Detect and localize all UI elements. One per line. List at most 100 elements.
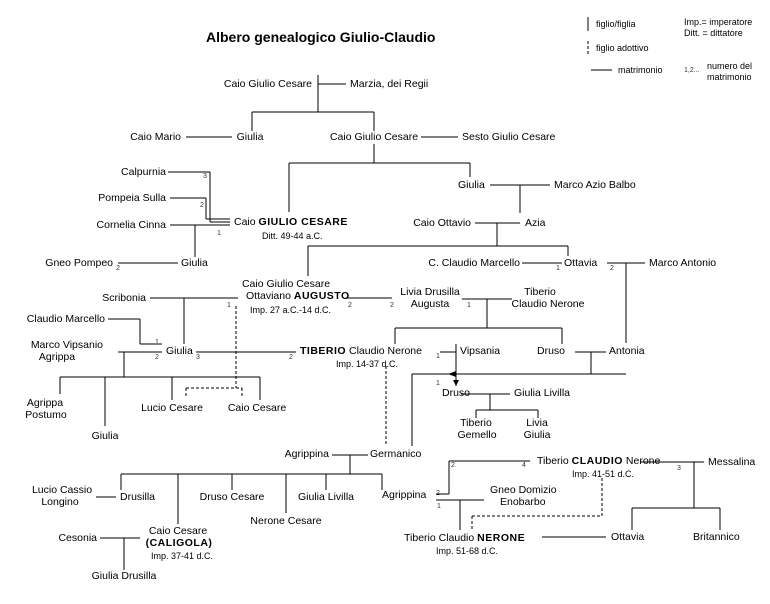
augusto-name: AUGUSTO (293, 290, 350, 302)
giulio-cesare-prefix: Caio (234, 216, 256, 228)
person-giulia-nipote-augusto: Giulia (91, 430, 119, 442)
marriage-number: 3 (203, 173, 207, 180)
marriage-number: 1 (556, 265, 560, 272)
person-germanico: Germanico (370, 448, 422, 460)
person-claudio-marcello: Claudio Marcello (26, 313, 105, 325)
person-giulia-livilla: Giulia Livilla (514, 387, 571, 399)
claudio-name: CLAUDIO (571, 455, 623, 467)
person-azia: Azia (525, 217, 546, 229)
person-tiberio-claudio-nerone-line1: Tiberio (524, 286, 556, 298)
person-gneo-pompeo: Gneo Pompeo (45, 257, 113, 269)
marriage-number: 2 (200, 202, 204, 209)
marriage-number: 2 (610, 265, 614, 272)
person-agrippa-line1: Marco Vipsanio (30, 339, 103, 351)
person-vipsania: Vipsania (460, 345, 501, 357)
person-cornelia-cinna: Cornelia Cinna (96, 219, 166, 231)
nerone-dates: Imp. 51-68 d.C. (436, 546, 499, 556)
tiberio-name: TIBERIO (300, 345, 347, 357)
person-caio-cesare: Caio Cesare (227, 402, 287, 414)
person-caio-mario: Caio Mario (130, 131, 181, 143)
nerone-name: NERONE (477, 532, 526, 544)
marriage-number: 3 (196, 354, 200, 361)
person-augusto: Ottaviano AUGUSTO (246, 290, 350, 302)
person-nerone: Tiberio Claudio NERONE (404, 532, 525, 544)
marriage-number: 2 (451, 462, 455, 469)
tiberio-dates: Imp. 14-37 d.C. (336, 359, 399, 369)
marriage-number: 3 (677, 465, 681, 472)
giulio-cesare-dates: Ditt. 49-44 a.C. (262, 231, 323, 241)
person-enobarbo-line1: Gneo Domizio (490, 484, 557, 496)
person-livia-augusta: Augusta (410, 298, 450, 310)
legend-number-sample: 1,2... (684, 67, 700, 74)
person-agrippina-maggiore: Agrippina (284, 448, 329, 460)
person-lucio-cesare: Lucio Cesare (141, 402, 203, 414)
person-agrippa-postumo-line2: Postumo (25, 409, 67, 421)
person-giulia-sorella: Giulia (458, 179, 485, 191)
person-lucio-cassio-line2: Longino (41, 496, 79, 508)
marriage-number: 4 (522, 462, 526, 469)
person-enobarbo-line2: Enobarbo (500, 496, 546, 508)
legend-abbr-ditt: Ditt. = dittatore (684, 28, 743, 38)
person-pompeia-sulla: Pompeia Sulla (98, 192, 166, 204)
person-giulia-figlia: Giulia (181, 257, 208, 269)
augusto-ottaviano: Ottaviano (246, 290, 291, 302)
marriage-number: 1 (436, 353, 440, 360)
claudio-prefix: Tiberio (537, 455, 569, 467)
claudio-dates: Imp. 41-51 d.C. (572, 469, 635, 479)
legend-abbr-imp: Imp.= imperatore (684, 17, 753, 27)
giulio-cesare-name: GIULIO CESARE (258, 216, 348, 228)
person-nerone-cesare: Nerone Cesare (250, 515, 322, 527)
person-marco-antonio: Marco Antonio (649, 257, 717, 269)
person-giulia-livilla-2: Giulia Livilla (297, 491, 355, 503)
person-britannico: Britannico (693, 531, 740, 543)
marriage-number: 2 (390, 302, 394, 309)
person-giulia-zia: Giulia (236, 131, 264, 143)
person-augusto-line1: Caio Giulio Cesare (241, 278, 331, 290)
person-caligola-line1: Caio Cesare (148, 525, 208, 537)
person-messalina: Messalina (708, 456, 756, 468)
person-claudio: Tiberio CLAUDIO Nerone (537, 455, 660, 467)
person-livia-drusilla: Livia Drusilla (400, 286, 460, 298)
person-drusilla: Drusilla (120, 491, 156, 503)
legend-number-label-1: numero del (707, 61, 753, 71)
person-livia-giulia-line1: Livia (526, 417, 548, 429)
marriage-number: 2 (348, 302, 352, 309)
person-tiberio-gemello-line1: Tiberio (460, 417, 492, 429)
person-ottavia-claudia: Ottavia (611, 531, 645, 543)
person-cesonia: Cesonia (58, 532, 97, 544)
marriage-number: 1 (227, 302, 231, 309)
person-ottavia: Ottavia (564, 257, 598, 269)
marriage-number: 1 (155, 339, 159, 346)
person-agrippa-line2: Agrippa (38, 351, 76, 363)
person-antonia: Antonia (609, 345, 645, 357)
page-title: Albero genealogico Giulio-Claudio (206, 29, 436, 45)
marriage-number: 1 (437, 503, 441, 510)
caligola-dates: Imp. 37-41 d.C. (150, 551, 214, 561)
person-druso-minore: Druso (442, 387, 471, 399)
person-druso-maggiore: Druso (537, 345, 566, 357)
legend-child-label: figlio/figlia (596, 19, 636, 29)
marriage-number: 2 (436, 490, 440, 497)
claudio-post: Nerone (625, 455, 661, 467)
person-caio-ottavio: Caio Ottavio (413, 217, 471, 229)
marriage-number: 2 (155, 354, 159, 361)
person-tiberio-gemello-line2: Gemello (457, 429, 497, 441)
legend-marriage-label: matrimonio (618, 65, 663, 75)
person-tiberio: TIBERIO Claudio Nerone (300, 345, 422, 357)
person-livia-giulia-line2: Giulia (523, 429, 551, 441)
person-c-claudio-marcello: C. Claudio Marcello (428, 257, 520, 269)
person-sesto-giulio-cesare: Sesto Giulio Cesare (462, 131, 556, 143)
marriage-number: 1 (436, 380, 440, 387)
person-agrippina-minore: Agrippina (382, 489, 427, 501)
legend-adopted-label: figlio adottivo (596, 43, 649, 53)
person-calpurnia: Calpurnia (121, 166, 166, 178)
marriage-number: 2 (289, 354, 293, 361)
person-tiberio-claudio-nerone-line2: Claudio Nerone (511, 298, 585, 310)
person-scribonia: Scribonia (102, 292, 146, 304)
marriage-number: 1 (467, 302, 471, 309)
augusto-dates: Imp. 27 a.C.-14 d.C. (250, 305, 332, 315)
tiberio-post: Claudio Nerone (349, 345, 422, 357)
person-caio-giulio-cesare-senior: Caio Giulio Cesare (223, 78, 312, 90)
